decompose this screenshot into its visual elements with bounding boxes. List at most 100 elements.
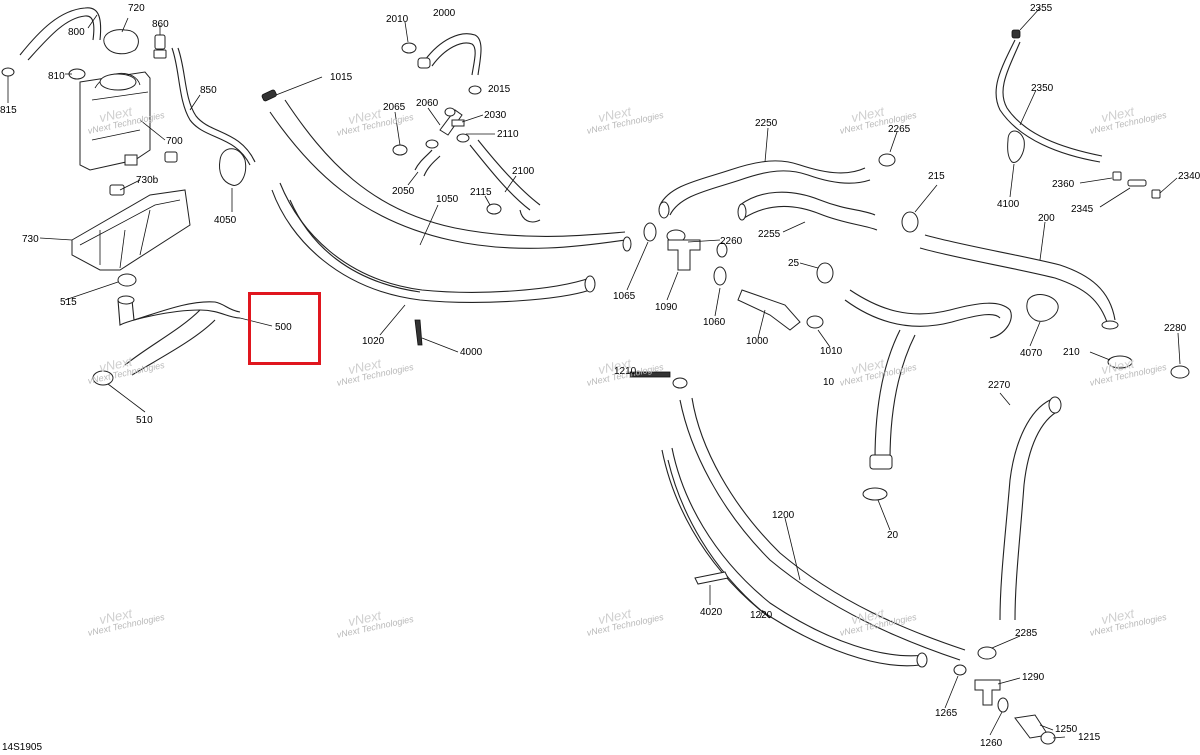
part-label-210[interactable]: 210: [1063, 347, 1080, 358]
hose-200: [919, 234, 1119, 330]
part-label-200[interactable]: 200: [1038, 213, 1055, 224]
clip-4070: [1026, 294, 1059, 322]
clamp-1215: [1040, 731, 1056, 745]
part-label-4000[interactable]: 4000: [460, 347, 483, 358]
part-label-815[interactable]: 815: [0, 105, 17, 116]
hose-1200: [679, 397, 966, 661]
hose-1000: [737, 289, 801, 331]
part-label-2060[interactable]: 2060: [416, 98, 439, 109]
part-label-2250[interactable]: 2250: [755, 118, 778, 129]
hose-2100: [469, 139, 541, 223]
clamp-2065: [392, 144, 408, 156]
clamp-510: [92, 370, 114, 386]
hose-2050: [414, 139, 441, 177]
part-label-215[interactable]: 215: [928, 171, 945, 182]
part-label-25[interactable]: 25: [788, 258, 800, 269]
part-label-2285[interactable]: 2285: [1015, 628, 1038, 639]
clamp-1260: [997, 697, 1009, 713]
clamp-1010: [806, 315, 824, 329]
clamp-215: [901, 211, 919, 233]
part-label-700[interactable]: 700: [166, 136, 183, 147]
part-label-2000[interactable]: 2000: [433, 8, 456, 19]
part-label-1215[interactable]: 1215: [1078, 732, 1101, 743]
part-label-1220[interactable]: 1220: [750, 610, 773, 621]
clamp-2015: [468, 85, 482, 95]
clamp-4050: [219, 148, 247, 186]
part-label-1065[interactable]: 1065: [613, 291, 636, 302]
part-label-4070[interactable]: 4070: [1020, 348, 1043, 359]
fitting-2360: [1112, 171, 1122, 181]
hose-2270: [999, 396, 1062, 621]
fitting-860: [153, 34, 167, 59]
part-label-2255[interactable]: 2255: [758, 229, 781, 240]
part-label-730[interactable]: 730: [22, 234, 39, 245]
tee-1290: [974, 679, 1001, 706]
part-label-2010[interactable]: 2010: [386, 14, 409, 25]
part-label-2270[interactable]: 2270: [988, 380, 1011, 391]
part-label-1200[interactable]: 1200: [772, 510, 795, 521]
part-label-1290[interactable]: 1290: [1022, 672, 1045, 683]
part-label-730b[interactable]: 730b: [136, 175, 159, 186]
part-label-2265[interactable]: 2265: [888, 124, 911, 135]
clamp-2355: [1011, 29, 1021, 39]
part-label-1210[interactable]: 1210: [614, 366, 637, 377]
part-label-720[interactable]: 720: [128, 3, 145, 14]
clamp-210: [1107, 355, 1133, 369]
part-label-2345[interactable]: 2345: [1071, 204, 1094, 215]
hose-800: [19, 7, 102, 61]
part-label-860[interactable]: 860: [152, 19, 169, 30]
part-label-2355[interactable]: 2355: [1030, 3, 1053, 14]
part-label-2065[interactable]: 2065: [383, 102, 406, 113]
part-label-2350[interactable]: 2350: [1031, 83, 1054, 94]
part-label-1015[interactable]: 1015: [330, 72, 353, 83]
part-label-1050[interactable]: 1050: [436, 194, 459, 205]
part-label-1010[interactable]: 1010: [820, 346, 843, 357]
part-label-2110[interactable]: 2110: [497, 129, 519, 140]
leader-lines: [7, 7, 1181, 739]
part-label-1250[interactable]: 1250: [1055, 724, 1078, 735]
part-label-510[interactable]: 510: [136, 415, 153, 426]
part-label-1090[interactable]: 1090: [655, 302, 678, 313]
part-label-2260[interactable]: 2260: [720, 236, 743, 247]
fitting-1015: [261, 89, 277, 102]
part-label-2100[interactable]: 2100: [512, 166, 535, 177]
part-label-1020[interactable]: 1020: [362, 336, 385, 347]
part-label-1060[interactable]: 1060: [703, 317, 726, 328]
part-label-2030[interactable]: 2030: [484, 110, 507, 121]
part-label-2360[interactable]: 2360: [1052, 179, 1075, 190]
clamp-2110: [456, 133, 470, 143]
clamp-20: [862, 487, 888, 501]
clamp-2060: [444, 107, 456, 117]
part-label-500[interactable]: 500: [275, 322, 292, 333]
part-label-1000[interactable]: 1000: [746, 336, 769, 347]
part-label-810[interactable]: 810: [48, 71, 65, 82]
part-label-515[interactable]: 515: [60, 297, 77, 308]
part-label-2050[interactable]: 2050: [392, 186, 415, 197]
clamp-2010: [401, 42, 417, 54]
hose-500: [117, 295, 241, 376]
part-label-1265[interactable]: 1265: [935, 708, 958, 719]
part-label-4050[interactable]: 4050: [214, 215, 237, 226]
hose-2000: [417, 33, 482, 76]
hose-2255: [737, 191, 878, 231]
part-label-2015[interactable]: 2015: [488, 84, 511, 95]
part-label-850[interactable]: 850: [200, 85, 217, 96]
clip-4000: [414, 319, 423, 346]
reservoir-700: [79, 71, 151, 171]
part-label-20[interactable]: 20: [887, 530, 899, 541]
part-label-10[interactable]: 10: [823, 377, 835, 388]
part-label-2115[interactable]: 2115: [470, 187, 492, 198]
cap-720: [103, 29, 139, 55]
part-label-2340[interactable]: 2340: [1178, 171, 1200, 182]
part-label-4020[interactable]: 4020: [700, 607, 723, 618]
fitting-1210: [629, 371, 688, 389]
part-label-2280[interactable]: 2280: [1164, 323, 1187, 334]
hose-2350: [995, 39, 1103, 163]
clamp-2285: [977, 646, 997, 660]
part-label-4100[interactable]: 4100: [997, 199, 1020, 210]
part-label-800[interactable]: 800: [68, 27, 85, 38]
clamp-1060: [713, 266, 727, 286]
bracket-730: [71, 189, 191, 271]
part-label-1260[interactable]: 1260: [980, 738, 1003, 749]
clamp-2280: [1170, 365, 1190, 379]
